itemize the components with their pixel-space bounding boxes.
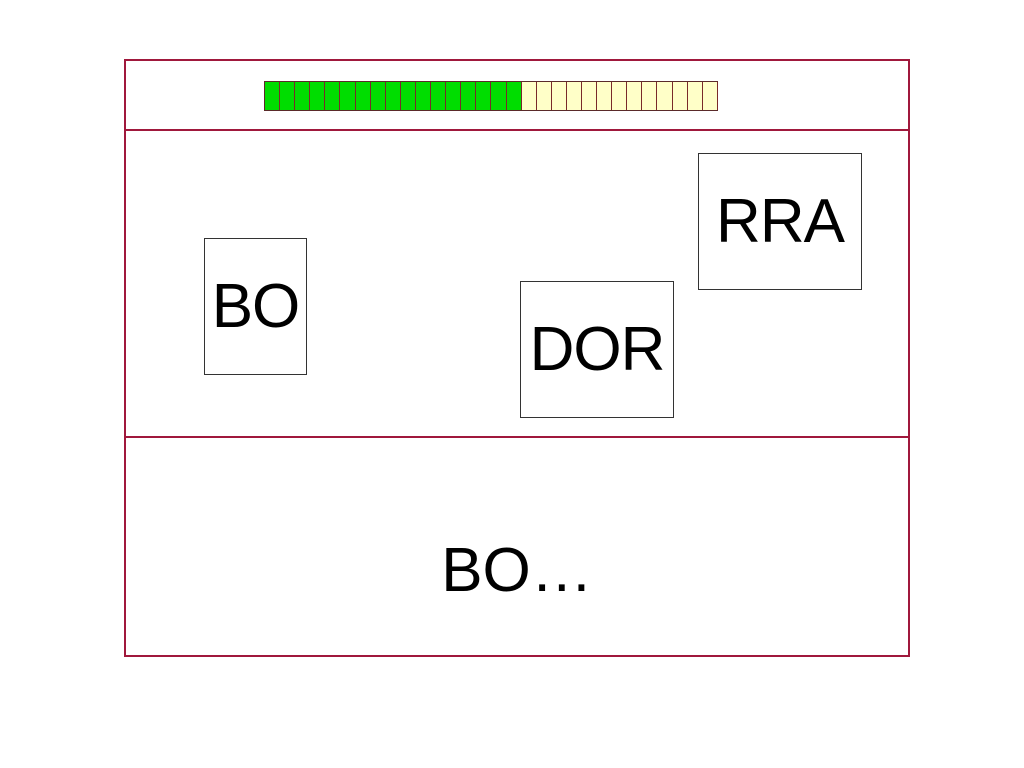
progress-segment-empty [521,82,537,110]
progress-segment-filled [265,82,281,110]
progress-segment-empty [657,82,673,110]
progress-segment-empty [551,82,567,110]
syllable-card-rra[interactable]: RRA [698,153,862,290]
progress-segment-filled [446,82,462,110]
progress-segment-filled [476,82,492,110]
progress-segment-filled [340,82,356,110]
progress-segment-filled [280,82,296,110]
progress-segment-empty [536,82,552,110]
bottom-divider [126,436,908,438]
progress-segment-filled [355,82,371,110]
progress-segment-filled [370,82,386,110]
progress-segment-filled [295,82,311,110]
progress-segment-empty [672,82,688,110]
progress-segment-empty [627,82,643,110]
progress-segment-empty [566,82,582,110]
syllable-label: BO [211,271,301,341]
game-frame [124,59,910,657]
progress-bar [264,81,718,111]
progress-segment-empty [702,82,718,110]
progress-segment-empty [612,82,628,110]
progress-segment-filled [415,82,432,110]
progress-segment-filled [385,82,401,110]
progress-segment-filled [325,82,341,110]
syllable-label: RRA [716,186,845,256]
syllable-label: DOR [529,314,666,384]
progress-segment-filled [461,82,477,110]
progress-segment-filled [400,82,416,110]
progress-segment-empty [597,82,613,110]
top-divider [126,129,908,131]
progress-segment-empty [642,82,658,110]
syllable-card-bo[interactable]: BO [204,238,307,375]
progress-segment-filled [310,82,326,110]
syllable-card-dor[interactable]: DOR [520,281,674,418]
progress-segment-filled [491,82,507,110]
progress-segment-empty [687,82,703,110]
progress-segment-empty [581,82,598,110]
answer-text: BO… [441,536,593,605]
progress-segment-filled [431,82,447,110]
progress-segment-filled [506,82,522,110]
